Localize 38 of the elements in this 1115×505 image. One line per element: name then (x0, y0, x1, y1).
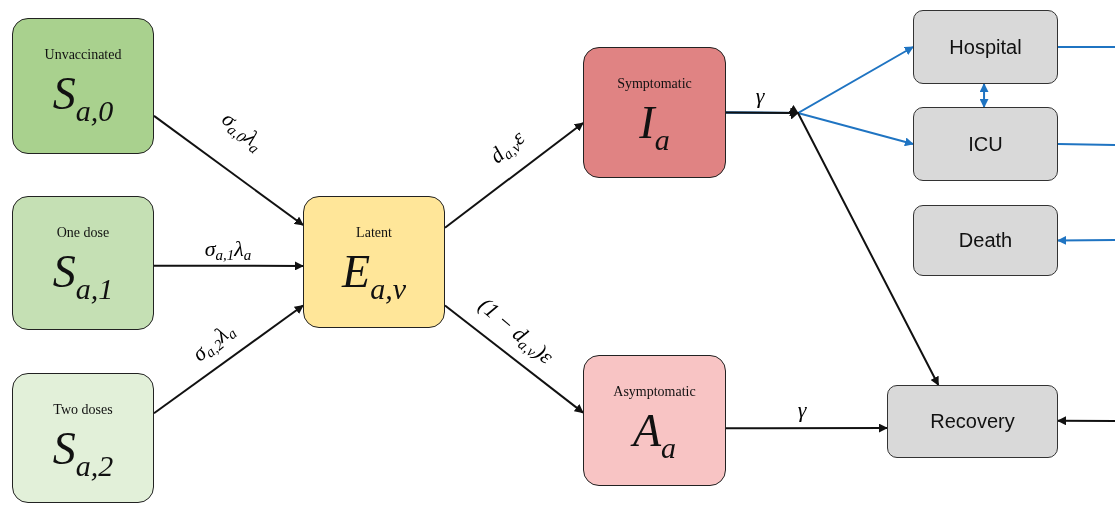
compartment-name: One dose (56, 225, 110, 241)
compartment-symbol: E$_{a,v}$ (342, 249, 406, 304)
outcome-name: Hospital (949, 35, 1022, 59)
compartment-name: Latent (356, 225, 392, 241)
connector-line (1057, 46, 1115, 48)
arrow (444, 122, 584, 229)
outcome-name: ICU (968, 132, 1003, 156)
compartment-box (303, 196, 445, 328)
outcome-name: Recovery (930, 410, 1015, 433)
compartment-box (583, 47, 726, 178)
arrow (1057, 416, 1115, 426)
outcome-box (913, 205, 1058, 276)
compartment-name: Two doses (53, 402, 113, 418)
arrow (153, 261, 304, 271)
compartment-name: Unvaccinated (44, 47, 122, 63)
arrow (1057, 235, 1115, 245)
compartment-symbol: S$_{a,2}$ (52, 426, 114, 481)
outcome-name: Death (958, 229, 1013, 252)
arrow (153, 114, 304, 227)
connector-line (1057, 143, 1115, 146)
compartment-box (12, 196, 154, 330)
compartment-box (12, 18, 154, 154)
compartment-box (583, 355, 726, 486)
compartment-name: Asymptomatic (613, 384, 696, 400)
arrow (444, 304, 584, 414)
outcome-box (913, 107, 1058, 181)
arrow (153, 304, 304, 415)
compartment-box (12, 373, 154, 503)
compartment-symbol: S$_{a,0}$ (52, 71, 114, 126)
compartment-symbol: S$_{a,1}$ (52, 249, 114, 304)
arrow (979, 83, 989, 108)
outcome-box (887, 385, 1058, 458)
arrow (725, 105, 940, 386)
outcome-box (913, 10, 1058, 84)
compartment-name: Symptomatic (617, 76, 692, 92)
compartment-symbol: I$_{a}$ (639, 100, 670, 155)
compartment-symbol: A$_{a}$ (632, 408, 677, 463)
arrow (725, 423, 888, 433)
